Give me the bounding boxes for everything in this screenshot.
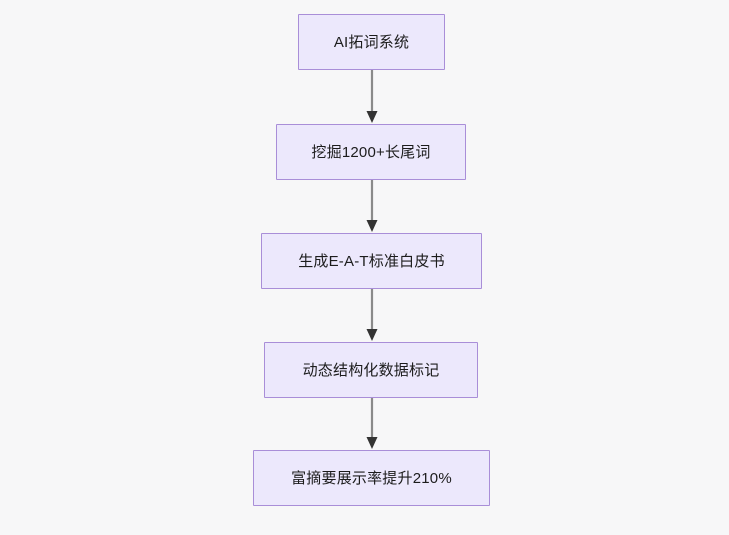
flow-node-rich-snippet-impression-lift[interactable]: 富摘要展示率提升210% — [253, 450, 490, 506]
flow-node-label: 富摘要展示率提升210% — [291, 469, 452, 487]
flow-node-label: 挖掘1200+长尾词 — [311, 143, 431, 161]
flow-node-label: 生成E-A-T标准白皮书 — [298, 252, 445, 270]
flow-edge-2 — [361, 180, 383, 233]
flow-edge-1 — [361, 70, 383, 124]
flow-node-generate-eat-whitepaper[interactable]: 生成E-A-T标准白皮书 — [261, 233, 482, 289]
flow-node-ai-keyword-system[interactable]: AI拓词系统 — [298, 14, 445, 70]
flow-node-label: AI拓词系统 — [333, 33, 410, 51]
flow-edge-3 — [361, 289, 383, 342]
flow-node-dynamic-structured-data-markup[interactable]: 动态结构化数据标记 — [264, 342, 478, 398]
flow-node-label: 动态结构化数据标记 — [302, 361, 440, 379]
flow-edge-4 — [361, 398, 383, 450]
flow-node-mine-longtail-keywords[interactable]: 挖掘1200+长尾词 — [276, 124, 466, 180]
